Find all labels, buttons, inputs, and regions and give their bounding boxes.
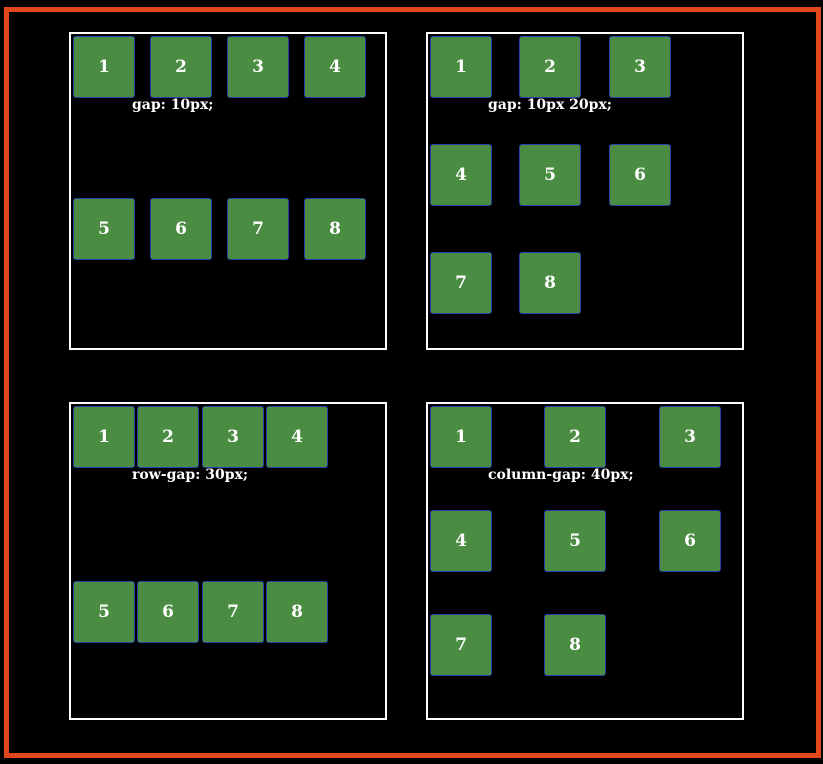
grid-cell: 1 — [430, 406, 492, 468]
grid-panel-row-gap: 1 2 3 4 5 6 7 8 row-gap: 30px; — [69, 402, 387, 720]
panel-label: row-gap: 30px; — [132, 467, 249, 483]
grid-cell: 3 — [609, 36, 671, 98]
grid-cell: 8 — [304, 198, 366, 260]
grid-cell: 1 — [430, 36, 492, 98]
grid-cell: 7 — [202, 581, 264, 643]
grid-cell: 4 — [304, 36, 366, 98]
grid-cell: 7 — [227, 198, 289, 260]
grid-cell: 3 — [202, 406, 264, 468]
grid-cell: 5 — [519, 144, 581, 206]
grid-panel-column-gap: 1 2 3 4 5 6 7 8 column-gap: 40px; — [426, 402, 744, 720]
grid-cell: 4 — [430, 510, 492, 572]
grid-cell: 8 — [544, 614, 606, 676]
grid-cell: 6 — [659, 510, 721, 572]
grid-cell: 5 — [544, 510, 606, 572]
grid-cell: 6 — [609, 144, 671, 206]
grid-cell: 8 — [519, 252, 581, 314]
grid-cell: 5 — [73, 581, 135, 643]
grid-panel-gap-row-column: 1 2 3 4 5 6 7 8 gap: 10px 20px; — [426, 32, 744, 350]
panel-label: gap: 10px; — [132, 97, 214, 113]
grid-cell: 3 — [659, 406, 721, 468]
grid-cell: 3 — [227, 36, 289, 98]
grid-cell: 1 — [73, 36, 135, 98]
panel-label: column-gap: 40px; — [488, 467, 634, 483]
grid-panel-gap: 1 2 3 4 5 6 7 8 gap: 10px; — [69, 32, 387, 350]
panel-label: gap: 10px 20px; — [488, 97, 612, 113]
grid-cell: 4 — [266, 406, 328, 468]
grid-cell: 1 — [73, 406, 135, 468]
grid-cell: 4 — [430, 144, 492, 206]
grid-cell: 8 — [266, 581, 328, 643]
grid-cell: 6 — [150, 198, 212, 260]
grid-cell: 2 — [519, 36, 581, 98]
grid-cell: 2 — [544, 406, 606, 468]
grid-cell: 6 — [137, 581, 199, 643]
grid-cell: 7 — [430, 252, 492, 314]
grid-cell: 5 — [73, 198, 135, 260]
grid-cell: 2 — [150, 36, 212, 98]
grid-cell: 2 — [137, 406, 199, 468]
grid-cell: 7 — [430, 614, 492, 676]
